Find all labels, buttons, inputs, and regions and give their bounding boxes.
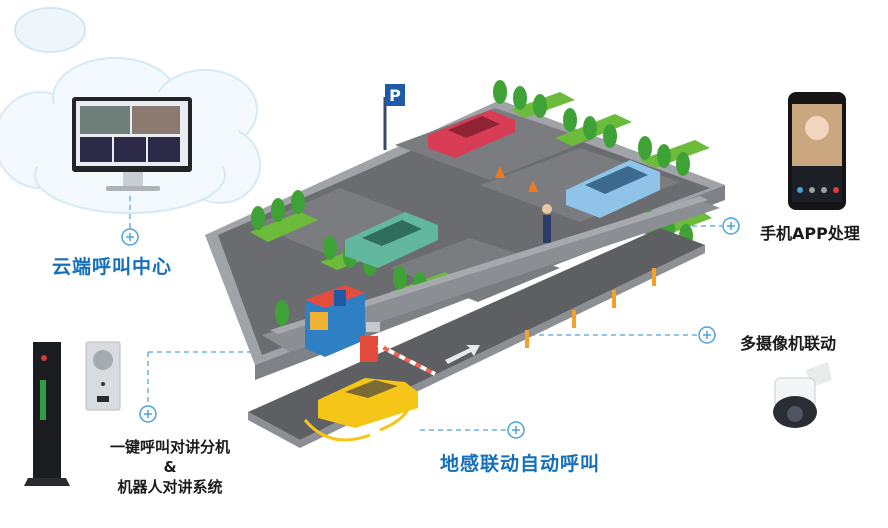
intercom-panel-icon [85, 341, 121, 411]
parking-sign: P [383, 84, 405, 150]
plus-icons [126, 222, 735, 434]
attendant [542, 204, 552, 243]
toll-booth [305, 285, 365, 357]
intercom-column [24, 342, 70, 486]
blue-van [566, 160, 660, 218]
traffic-cones [495, 166, 538, 192]
ptz-camera-icon [773, 362, 832, 428]
intercom-label-line2: & [163, 458, 177, 476]
trees [251, 80, 693, 326]
taxi [303, 378, 418, 442]
ground-sensor-label: 地感联动自动呼叫 [440, 453, 601, 475]
intercom-label-line1: 一键呼叫对讲分机 [109, 438, 230, 456]
red-car [428, 110, 515, 158]
smartphone-icon [788, 92, 846, 210]
cloud-call-center-label: 云端呼叫中心 [52, 256, 173, 278]
parking-sign-letter: P [389, 86, 401, 105]
intercom-label: 一键呼叫对讲分机 & 机器人对讲系统 [80, 437, 260, 497]
intercom-label-line3: 机器人对讲系统 [117, 478, 223, 496]
camera-linkage-label: 多摄像机联动 [740, 334, 837, 353]
green-car [345, 212, 438, 268]
app-handling-label: 手机APP处理 [760, 224, 860, 243]
monitor-icon [72, 97, 192, 191]
bollards [525, 268, 656, 348]
barrier-gate [360, 322, 436, 376]
